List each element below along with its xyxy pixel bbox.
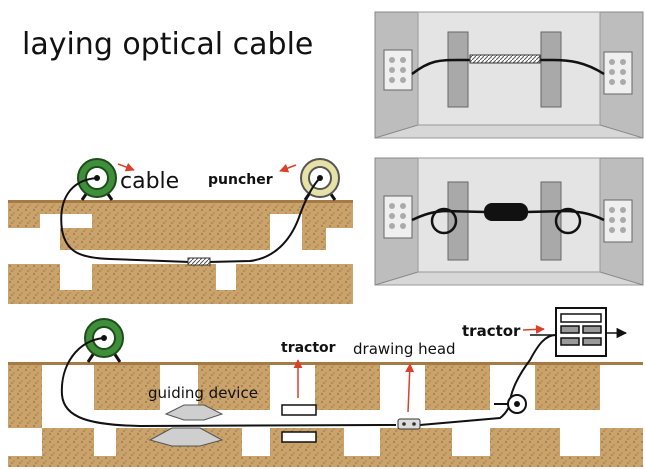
junction-box-icon — [603, 199, 633, 243]
tractor-section: guiding device tracto — [8, 307, 643, 467]
manhole-panel-top — [374, 11, 644, 139]
cable-reel-icon — [77, 158, 117, 201]
pulley-icon — [494, 394, 527, 414]
junction-box-icon — [383, 49, 413, 91]
guiding-device-label: guiding device — [148, 384, 258, 402]
puncher-reel-icon — [300, 158, 340, 201]
tractor-icon — [555, 307, 607, 357]
junction-box-icon — [603, 51, 633, 95]
splice-closure — [484, 203, 528, 221]
tractor-label-right: tractor — [462, 322, 521, 340]
puncher-label: puncher — [208, 172, 273, 188]
drawing-head-icon — [397, 418, 421, 430]
puncher-section: cable puncher — [8, 158, 353, 304]
drawing-head-label: drawing head — [353, 340, 456, 358]
guiding-device-icon — [148, 404, 224, 447]
diagram-title: laying optical cable — [22, 27, 313, 62]
manhole-panel-splice — [374, 157, 644, 286]
junction-box-icon — [383, 195, 413, 239]
cable-label: cable — [120, 169, 179, 194]
tractor-label-left: tractor — [281, 340, 336, 356]
